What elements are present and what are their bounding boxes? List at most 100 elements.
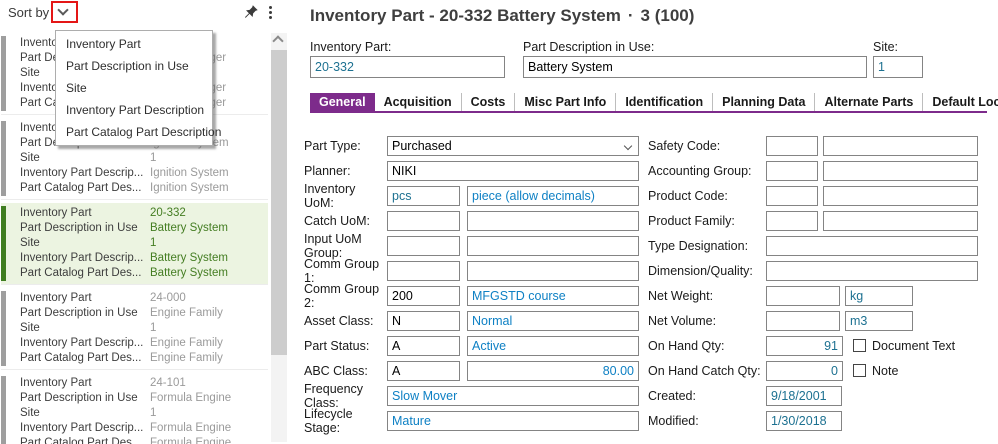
on-hand-catch-qty-field[interactable]: 0 [766,360,843,381]
kebab-menu-icon[interactable] [264,3,276,21]
document-text-checkbox[interactable] [853,339,866,352]
scrollbar-thumb[interactable] [271,50,287,355]
catch-uom-desc-field[interactable] [467,210,639,231]
part-description-label: Part Description in Use: [523,40,655,54]
tab-general[interactable]: General [310,93,375,111]
card-accent-bar [1,291,6,366]
comm-group-1-desc-field[interactable] [467,260,639,281]
menu-item[interactable]: Part Catalog Part Description [66,125,222,139]
abc-class-label: ABC Class: [304,363,368,378]
tab-misc-part-info[interactable]: Misc Part Info [514,93,615,111]
safety-code-field[interactable] [766,135,818,156]
input-uom-group-field[interactable] [387,235,460,256]
product-code-desc-field[interactable] [823,185,978,206]
input-uom-group-label: Input UoM Group: [304,231,362,260]
net-volume-field[interactable] [766,310,840,331]
menu-item[interactable]: Inventory Part [66,37,141,51]
safety-code-desc-field[interactable] [823,135,978,156]
type-designation-label: Type Designation: [648,238,749,253]
tab-acquisition[interactable]: Acquisition [383,95,452,109]
net-weight-field[interactable] [766,285,840,306]
modified-label: Modified: [648,413,699,428]
accounting-group-desc-field[interactable] [823,160,978,181]
on-hand-catch-qty-label: On Hand Catch Qty: [648,363,761,378]
pin-icon[interactable] [242,4,259,21]
comm-group-1-field[interactable] [387,260,460,281]
catch-uom-field[interactable] [387,210,460,231]
lifecycle-stage-label: Lifecycle Stage: [304,406,353,435]
detail-panel: Inventory Part - 20-332 Battery System·3… [302,0,998,444]
part-type-combobox[interactable]: Purchased [387,135,639,156]
on-hand-qty-field[interactable]: 91 [766,335,843,356]
note-checkbox[interactable] [853,364,866,377]
tab-identification[interactable]: Identification [615,93,712,111]
tab-planning-data[interactable]: Planning Data [712,93,814,111]
created-field[interactable]: 9/18/2001 [766,385,842,406]
tab-strip: General Acquisition Costs Misc Part Info… [310,93,998,113]
menu-item[interactable]: Inventory Part Description [66,103,205,117]
frequency-class-label: Frequency Class: [304,381,364,410]
asset-class-field[interactable]: N [387,310,460,331]
pushpin-glyph [244,5,258,18]
accounting-group-field[interactable] [766,160,818,181]
inventory-uom-desc-field[interactable]: piece (allow decimals) [467,185,639,206]
menu-item[interactable]: Part Description in Use [66,59,189,73]
form-column-right: Safety Code: Accounting Group: Product C… [648,133,982,433]
part-status-label: Part Status: [304,338,370,353]
page-title: Inventory Part - 20-332 Battery System·3… [310,6,695,25]
modified-field[interactable]: 1/30/2018 [766,410,842,431]
product-family-desc-field[interactable] [823,210,978,231]
net-volume-label: Net Volume: [648,313,717,328]
asset-class-label: Asset Class: [304,313,374,328]
site-label: Site: [873,40,899,54]
comm-group-2-field[interactable]: 200 [387,285,460,306]
card-accent-bar [1,121,6,196]
tab-default-locations[interactable]: Default Locations [922,93,998,111]
lifecycle-stage-field[interactable]: Mature [387,410,639,431]
safety-code-label: Safety Code: [648,138,721,153]
card-accent-bar [1,376,6,444]
part-status-field[interactable]: A [387,335,460,356]
created-label: Created: [648,388,696,403]
document-text-checkbox-label: Document Text [872,338,956,353]
product-family-field[interactable] [766,210,818,231]
card-accent-bar [1,36,6,111]
comm-group-2-label: Comm Group 2: [304,281,380,310]
frequency-class-field[interactable]: Slow Mover [387,385,639,406]
planner-label: Planner: [304,163,351,178]
chevron-down-icon [623,141,633,150]
form-column-left: Part Type: Purchased Planner: NIKI Inven… [304,133,640,435]
note-checkbox-label: Note [872,363,899,378]
dimension-quality-field[interactable] [766,260,978,281]
abc-class-field[interactable]: A [387,360,460,381]
inventory-uom-field[interactable]: pcs [387,185,460,206]
site-field[interactable]: 1 [873,56,923,78]
asset-class-desc-field[interactable]: Normal [467,310,639,331]
record-count: 3 (100) [640,6,695,25]
part-description-field[interactable]: Battery System [523,56,867,78]
comm-group-2-desc-field[interactable]: MFGSTD course [467,285,639,306]
tab-alternate-parts[interactable]: Alternate Parts [814,93,922,111]
accounting-group-label: Accounting Group: [648,163,752,178]
net-weight-unit-field[interactable]: kg [845,285,913,306]
product-code-field[interactable] [766,185,818,206]
inventory-part-field[interactable]: 20-332 [310,56,505,78]
part-status-desc-field[interactable]: Active [467,335,639,356]
tab-costs[interactable]: Costs [460,93,515,111]
on-hand-qty-label: On Hand Qty: [648,338,725,353]
menu-item[interactable]: Site [66,81,87,95]
scrollbar-up-icon[interactable] [272,35,284,47]
type-designation-field[interactable] [766,235,978,256]
scrollbar[interactable] [271,33,287,442]
net-volume-unit-field[interactable]: m3 [845,310,913,331]
sort-by-menu: Inventory Part Part Description in Use S… [55,30,222,146]
catch-uom-label: Catch UoM: [304,213,370,228]
product-family-label: Product Family: [648,213,735,228]
planner-field[interactable]: NIKI [387,160,639,181]
abc-percent-field[interactable]: 80.00 [467,360,639,381]
input-uom-group-desc-field[interactable] [467,235,639,256]
